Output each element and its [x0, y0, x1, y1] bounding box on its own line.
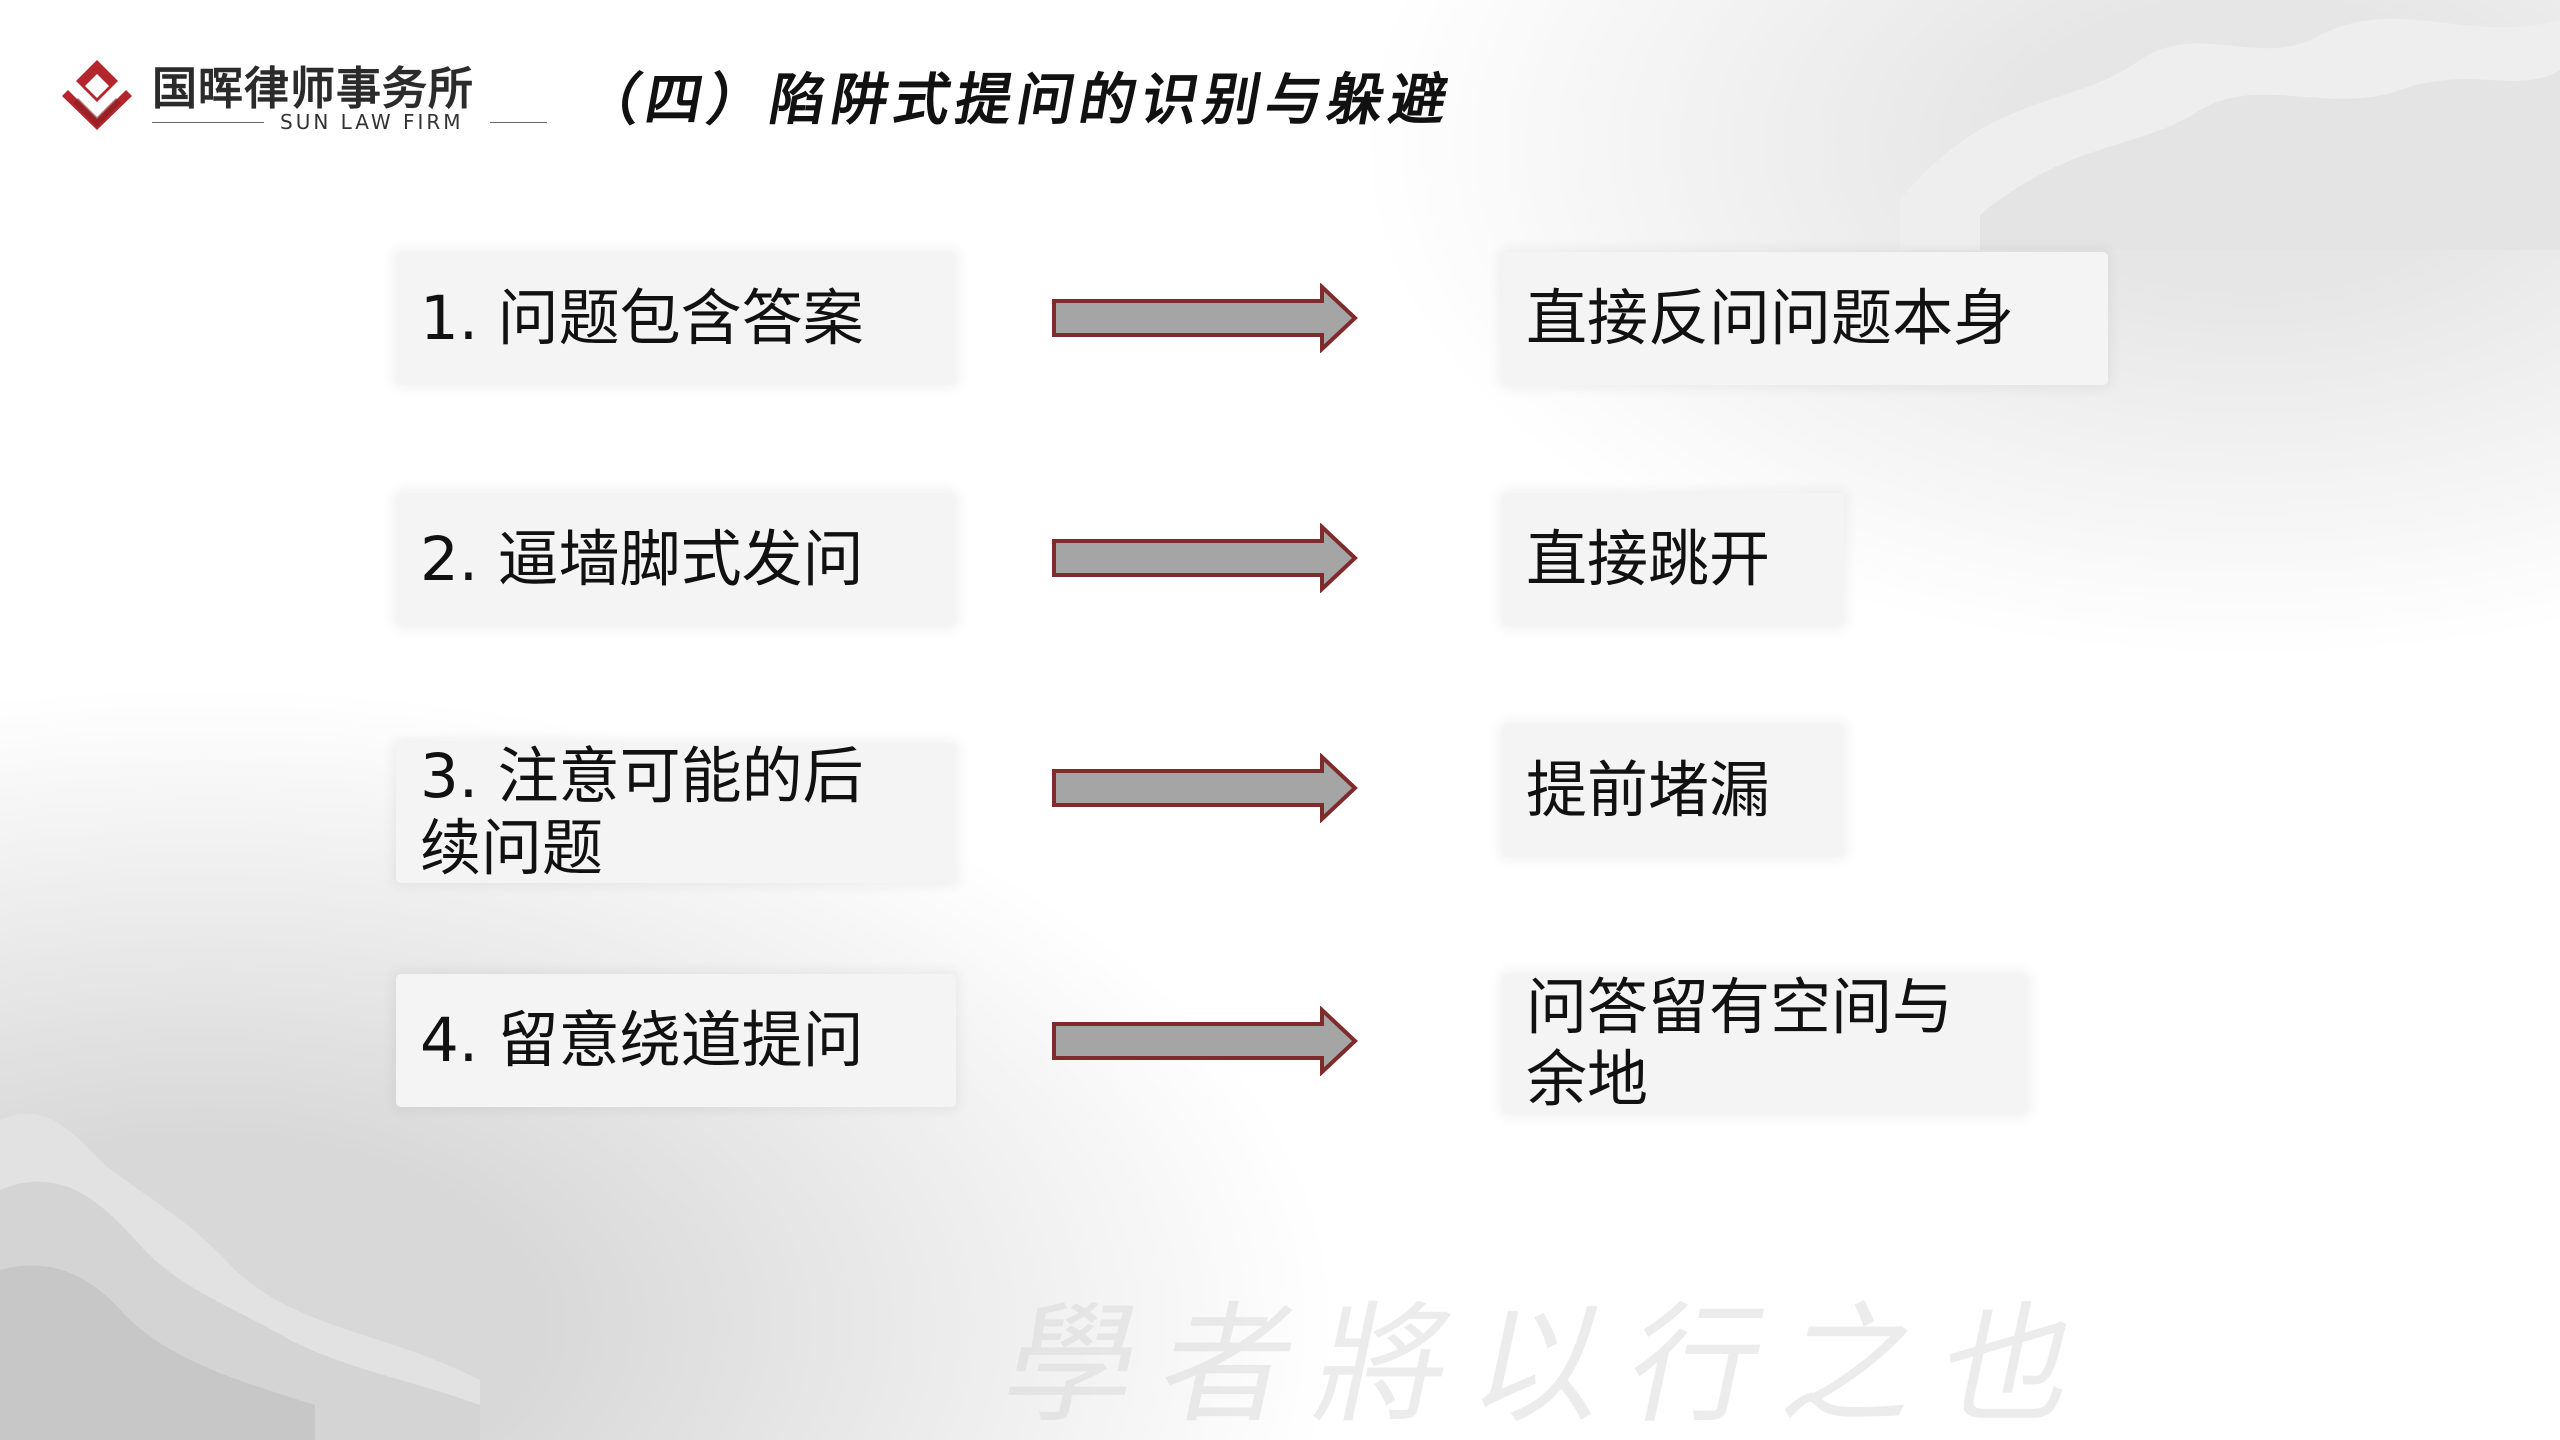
- law-firm-subtitle-group: SUN LAW FIRM: [152, 110, 547, 134]
- arrow-right-icon: [1052, 523, 1358, 593]
- law-firm-logo-icon: [62, 60, 132, 130]
- response-text-4: 问答留有空间与余地: [1526, 972, 1954, 1115]
- response-text-1: 直接反问问题本身: [1526, 282, 2015, 354]
- law-firm-name: 国晖律师事务所: [152, 62, 475, 115]
- problem-card-3: 3. 注意可能的后续问题: [396, 741, 956, 884]
- response-card-3: 提前堵漏: [1502, 724, 1844, 857]
- sun-law-firm-logo: 国晖律师事务所 SUN LAW FIRM: [60, 52, 547, 142]
- arrow-right-icon: [1052, 283, 1358, 353]
- response-card-4: 问答留有空间与余地: [1502, 972, 2028, 1115]
- problem-text-2: 2. 逼墙脚式发问: [420, 523, 864, 595]
- problem-card-2: 2. 逼墙脚式发问: [396, 493, 956, 626]
- problem-text-4: 4. 留意绕道提问: [420, 1004, 864, 1076]
- response-text-3: 提前堵漏: [1526, 754, 1771, 826]
- response-text-2: 直接跳开: [1526, 523, 1771, 595]
- top-right-mountain-decoration: [1900, 18, 2560, 250]
- problem-text-1: 1. 问题包含答案: [420, 282, 864, 354]
- arrow-right-icon: [1052, 753, 1358, 823]
- arrow-right-icon: [1052, 1006, 1358, 1076]
- problem-text-3: 3. 注意可能的后续问题: [420, 741, 864, 884]
- logo-right-rule: [490, 122, 547, 123]
- logo-left-rule: [152, 122, 264, 123]
- response-card-2: 直接跳开: [1502, 493, 1844, 626]
- slide-title: （四）陷阱式提问的识别与躲避: [578, 67, 1459, 133]
- problem-card-4: 4. 留意绕道提问: [396, 974, 956, 1107]
- response-card-1: 直接反问问题本身: [1502, 252, 2108, 385]
- bottom-left-mountain-decoration: [0, 1113, 480, 1440]
- problem-card-1: 1. 问题包含答案: [396, 252, 956, 385]
- calligraphy-watermark: 學者將以行之也: [991, 1289, 2116, 1440]
- law-firm-english-name: SUN LAW FIRM: [280, 110, 464, 134]
